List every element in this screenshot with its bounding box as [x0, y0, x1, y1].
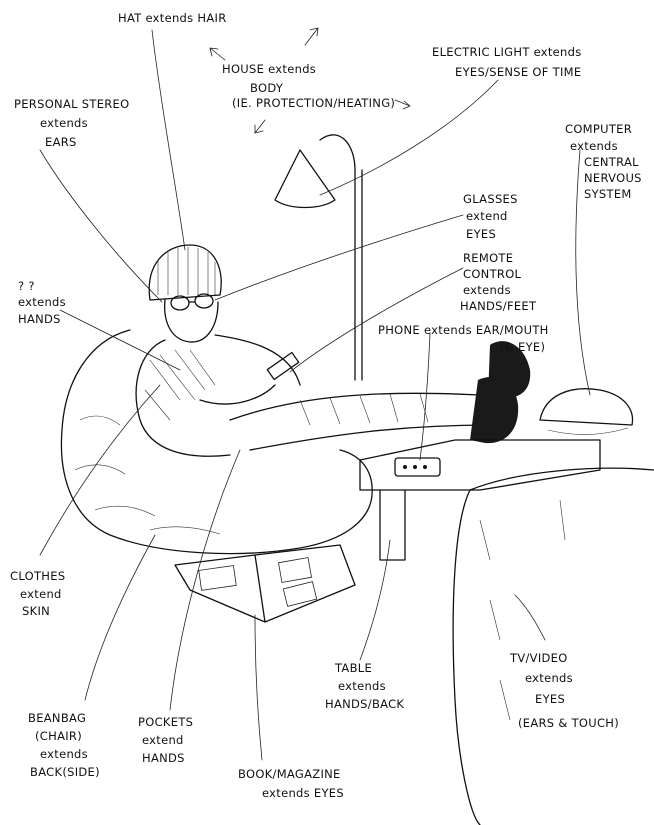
label-house: HOUSE extends BODY (IE. PROTECTION/HEATI…	[222, 62, 395, 110]
svg-text:(EARS & TOUCH): (EARS & TOUCH)	[518, 716, 619, 730]
label-electric-light: ELECTRIC LIGHT extends EYES/SENSE OF TIM…	[432, 45, 582, 79]
svg-text:extends: extends	[463, 283, 511, 297]
label-book-magazine: BOOK/MAGAZINE extends EYES	[238, 767, 344, 800]
svg-text:ELECTRIC LIGHT extends: ELECTRIC LIGHT extends	[432, 45, 582, 59]
svg-text:CENTRAL: CENTRAL	[584, 155, 639, 169]
label-computer: COMPUTER extends CENTRAL NERVOUS SYSTEM	[565, 122, 642, 201]
svg-text:HANDS: HANDS	[18, 312, 61, 326]
svg-text:extends: extends	[338, 679, 386, 693]
svg-text:SKIN: SKIN	[22, 604, 50, 618]
label-phone: PHONE extends EAR/MOUTH (& EYE)	[378, 323, 549, 354]
svg-text:extend: extend	[466, 209, 508, 223]
label-personal-stereo: PERSONAL STEREO extends EARS	[14, 97, 129, 149]
label-pockets: POCKETS extend HANDS	[138, 715, 193, 765]
svg-text:(IE. PROTECTION/HEATING): (IE. PROTECTION/HEATING)	[232, 96, 395, 110]
svg-text:HANDS: HANDS	[142, 751, 185, 765]
label-hands: ? ? extends HANDS	[18, 279, 66, 326]
svg-text:PHONE extends EAR/MOUTH: PHONE extends EAR/MOUTH	[378, 323, 549, 337]
svg-text:BEANBAG: BEANBAG	[28, 711, 86, 725]
svg-text:NERVOUS: NERVOUS	[584, 171, 642, 185]
svg-text:extends EYES: extends EYES	[262, 786, 344, 800]
svg-text:POCKETS: POCKETS	[138, 715, 193, 729]
svg-text:BACK(SIDE): BACK(SIDE)	[30, 765, 100, 779]
svg-text:EYES: EYES	[466, 227, 496, 241]
svg-text:EYES: EYES	[535, 692, 565, 706]
label-remote-control: REMOTE CONTROL extends HANDS/FEET	[460, 251, 537, 313]
tv-set	[453, 468, 654, 825]
svg-text:(& EYE): (& EYE)	[500, 340, 545, 354]
svg-text:(CHAIR): (CHAIR)	[35, 729, 82, 743]
computer-object	[540, 389, 633, 435]
svg-text:PERSONAL STEREO: PERSONAL STEREO	[14, 97, 129, 111]
svg-text:HOUSE extends: HOUSE extends	[222, 62, 316, 76]
label-clothes: CLOTHES extend SKIN	[10, 569, 65, 618]
svg-text:? ?: ? ?	[18, 279, 35, 293]
label-beanbag: BEANBAG (CHAIR) extends BACK(SIDE)	[28, 711, 100, 779]
svg-text:extend: extend	[142, 733, 184, 747]
svg-text:COMPUTER: COMPUTER	[565, 122, 632, 136]
svg-text:extends: extends	[570, 139, 618, 153]
svg-text:GLASSES: GLASSES	[463, 192, 518, 206]
svg-text:TV/VIDEO: TV/VIDEO	[509, 651, 568, 665]
side-table	[360, 440, 600, 560]
svg-text:extends: extends	[40, 116, 88, 130]
svg-text:HAT extends HAIR: HAT extends HAIR	[118, 11, 227, 25]
svg-text:EYES/SENSE OF TIME: EYES/SENSE OF TIME	[455, 65, 581, 79]
svg-text:SYSTEM: SYSTEM	[584, 187, 632, 201]
svg-text:EARS: EARS	[45, 135, 77, 149]
label-table: TABLE extends HANDS/BACK	[325, 661, 404, 711]
svg-text:extends: extends	[18, 295, 66, 309]
svg-text:BOOK/MAGAZINE: BOOK/MAGAZINE	[238, 767, 341, 781]
svg-text:TABLE: TABLE	[334, 661, 372, 675]
label-hat: HAT extends HAIR	[118, 11, 227, 25]
svg-text:REMOTE: REMOTE	[463, 251, 513, 265]
label-tv-video: TV/VIDEO extends EYES (EARS & TOUCH)	[509, 651, 619, 730]
beanbag-shape	[61, 330, 372, 554]
svg-text:extends: extends	[40, 747, 88, 761]
label-glasses: GLASSES extend EYES	[463, 192, 518, 241]
svg-text:extend: extend	[20, 587, 62, 601]
svg-text:HANDS/BACK: HANDS/BACK	[325, 697, 404, 711]
svg-text:CLOTHES: CLOTHES	[10, 569, 65, 583]
svg-text:BODY: BODY	[250, 81, 284, 95]
svg-text:extends: extends	[525, 671, 573, 685]
svg-text:HANDS/FEET: HANDS/FEET	[460, 299, 537, 313]
svg-text:CONTROL: CONTROL	[463, 267, 522, 281]
floor-lamp	[275, 135, 362, 380]
